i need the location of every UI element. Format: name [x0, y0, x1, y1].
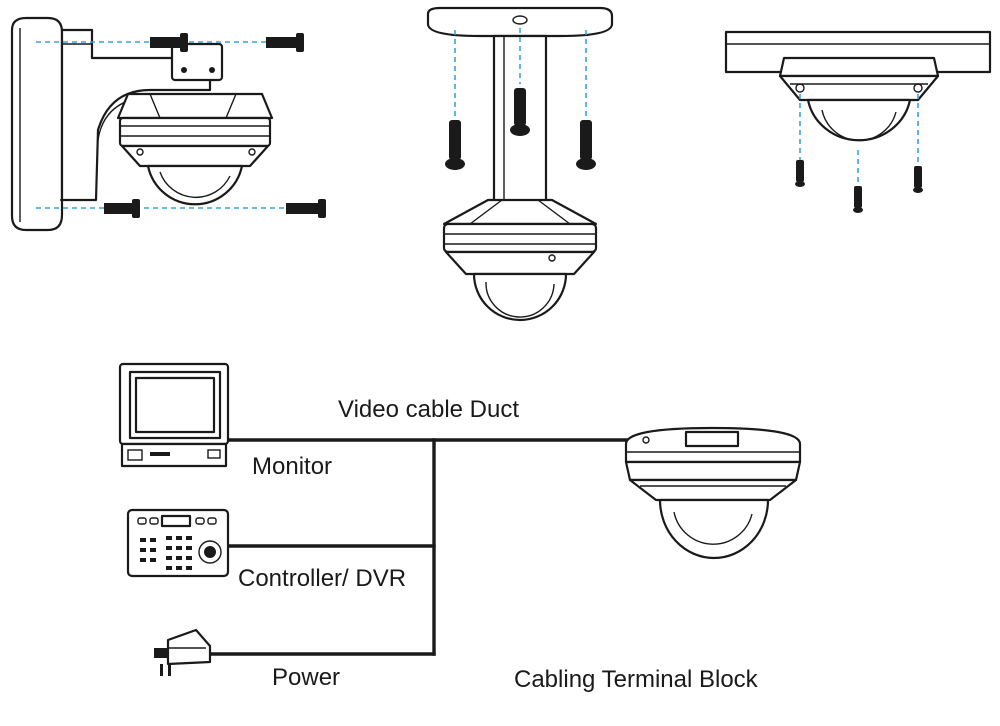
controller-label: Controller/ DVR [238, 565, 407, 592]
crt-monitor-icon [118, 362, 230, 468]
video-cable-duct-label: Video cable Duct [338, 396, 520, 423]
pendant-pole-mount-icon [426, 6, 614, 322]
power-label: Power [272, 664, 341, 691]
ceiling-flush-mount-icon [724, 30, 992, 213]
power-adapter-plug-icon [154, 628, 212, 676]
dome-camera-icon [624, 426, 802, 560]
wall-bracket-mount-icon [10, 16, 326, 232]
ptz-keyboard-controller-icon [126, 508, 230, 578]
cabling-terminal-block-label: Cabling Terminal Block [514, 666, 758, 693]
monitor-label: Monitor [252, 453, 333, 480]
wiring-lines [206, 438, 636, 656]
